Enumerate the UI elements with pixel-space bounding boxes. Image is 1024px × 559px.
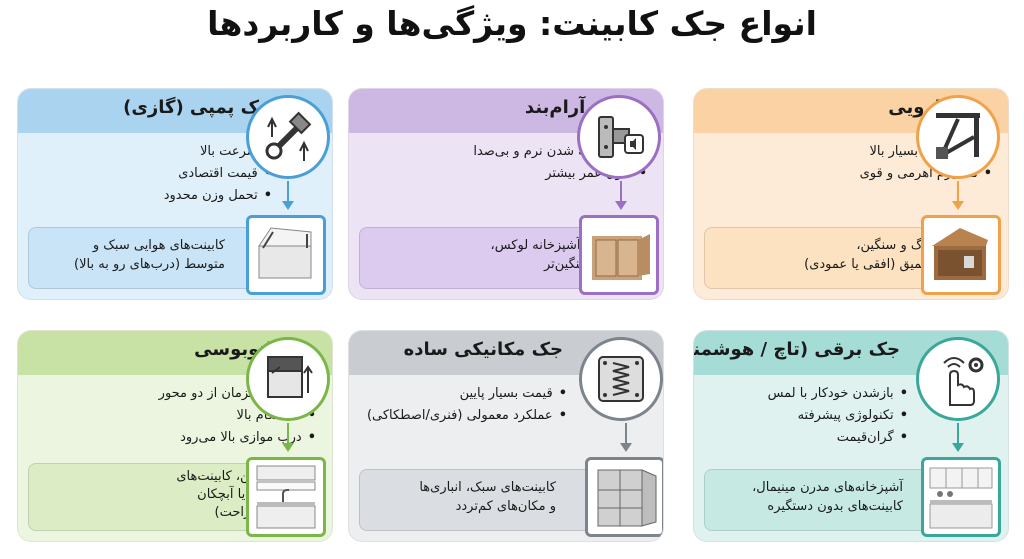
cabinet-illustration-icon [921, 215, 1001, 295]
feature-item: تکنولوژی پیشرفته [768, 405, 908, 427]
down-arrow-icon [952, 423, 964, 452]
feature-item: عملکرد معمولی (فنری/اصطکاکی) [367, 405, 567, 427]
feature-item: بازشدن خودکار با لمس [768, 383, 908, 405]
feature-item: قیمت اقتصادی [164, 163, 272, 185]
feature-list: بازشدن خودکار با لمس تکنولوژی پیشرفته گر… [768, 383, 908, 449]
feature-item: گران‌قیمت [768, 427, 908, 449]
cabinet-illustration-icon [246, 215, 326, 295]
parallel-lift-icon [246, 337, 330, 421]
usage-text: آشپزخانه‌های مدرن مینیمال، کابینت‌های بد… [752, 480, 903, 514]
feature-item: تحمل وزن محدود [164, 185, 272, 207]
kitchen-illustration-icon [921, 457, 1001, 537]
feature-item: قیمت بسیار پایین [367, 383, 567, 405]
spring-hinge-icon [579, 337, 663, 421]
feature-item: سرعت بالا [164, 141, 272, 163]
touch-smart-icon [916, 337, 1000, 421]
card-heading: جک برقی (تاچ / هوشمند) [693, 339, 900, 360]
card-electric-smart: جک برقی (تاچ / هوشمند) بازشدن خودکار با … [693, 330, 1009, 542]
soft-close-hinge-icon [577, 95, 661, 179]
cabinet-illustration-icon [579, 215, 659, 295]
down-arrow-icon [952, 181, 964, 210]
down-arrow-icon [620, 423, 632, 452]
card-heading: جک پمپی (گازی) [123, 97, 272, 118]
card-heading: جک مکانیکی ساده [403, 339, 563, 360]
feature-list: قیمت بسیار پایین عملکرد معمولی (فنری/اصط… [367, 383, 567, 427]
card-gas-piston: جک پمپی (گازی) سرعت بالا قیمت اقتصادی تح… [17, 88, 333, 300]
card-arm-lift: جک بازویی تحمل وزن بسیار بالا مکانیزم اه… [693, 88, 1009, 300]
down-arrow-icon [282, 423, 294, 452]
cabinet-illustration-icon [585, 457, 663, 537]
down-arrow-icon [282, 181, 294, 210]
page-title: انواع جک کابینت: ویژگی‌ها و کاربردها [207, 4, 817, 43]
card-parallel-lift: جک اتوبوسی حرکت همزمان از دو محور استحکا… [17, 330, 333, 542]
feature-item: درب موازی بالا می‌رود [159, 427, 316, 449]
feature-list: سرعت بالا قیمت اقتصادی تحمل وزن محدود [164, 141, 272, 207]
usage-text: کابینت‌های سبک، انباری‌ها و مکان‌های کم‌… [419, 480, 556, 514]
card-soft-close: جک آرام‌بند باز و بسته شدن نرم و بی‌صدا … [348, 88, 664, 300]
card-mechanical: جک مکانیکی ساده قیمت بسیار پایین عملکرد … [348, 330, 664, 542]
down-arrow-icon [615, 181, 627, 210]
arm-lift-icon [916, 95, 1000, 179]
gas-piston-icon [246, 95, 330, 179]
kitchen-illustration-icon [246, 457, 326, 537]
usage-text: کابینت‌های هوایی سبک و متوسط (درب‌های رو… [74, 238, 225, 272]
